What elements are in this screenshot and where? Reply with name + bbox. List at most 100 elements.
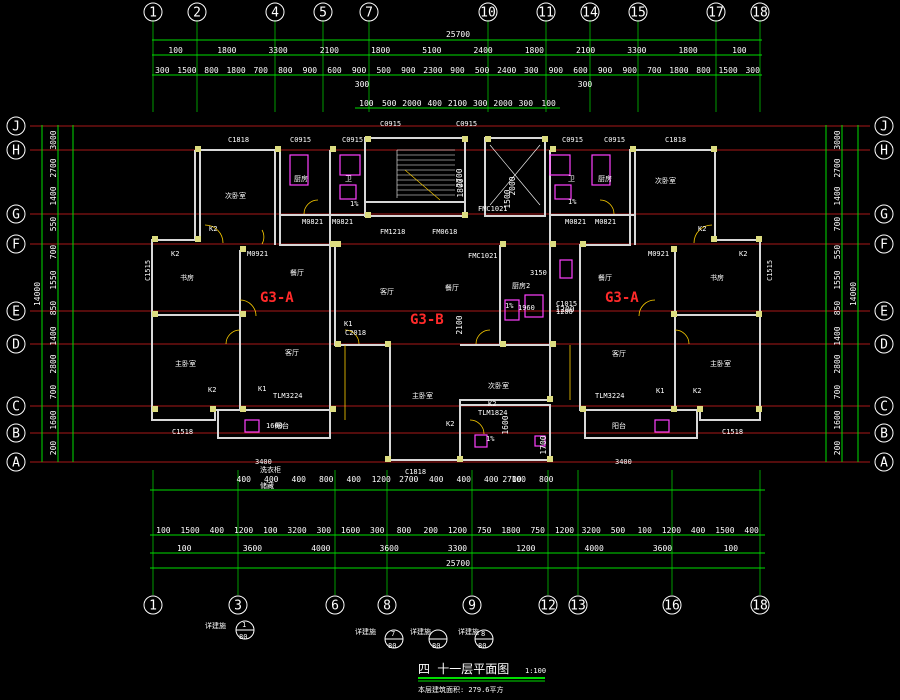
axis-bubble-top-18: 18 — [750, 2, 770, 22]
dim-top2-3: 1800 — [226, 66, 245, 75]
dim-right-2: 1400 — [833, 186, 842, 205]
room-wc-mid2: 1% — [486, 435, 495, 443]
dim-bot2-20: 400 — [691, 526, 706, 535]
dim-bot1-0: 400 — [237, 475, 252, 484]
tag-c1518-left: C1518 — [172, 428, 193, 436]
axis-bubble-bottom-13-label: 13 — [570, 599, 586, 614]
axis-bubble-left-F: F — [6, 234, 26, 254]
dim-inner-8: 1200 — [555, 305, 574, 314]
tag-fm1218: FM1218 — [380, 228, 405, 236]
axis-bubble-left-A-label: A — [12, 456, 20, 471]
dim-top4-1: 500 — [382, 99, 397, 108]
dim-inner-7: 1500 — [503, 189, 512, 208]
axis-bubble-top-4-label: 4 — [271, 6, 279, 21]
dim-left-10: 1600 — [49, 410, 58, 429]
column-19 — [335, 241, 341, 247]
dim-left-6: 850 — [49, 301, 58, 316]
tag-m0921-right: M0921 — [648, 250, 669, 258]
unit-type-labels: G3-A G3-B G3-A — [260, 290, 639, 328]
axis-bubble-left-E-label: E — [12, 305, 20, 320]
room-kitchen-right: 厨房 — [598, 174, 612, 183]
axis-bubble-right-C: C — [874, 396, 894, 416]
axis-bubble-right-F-label: F — [880, 238, 888, 253]
dim-top1-0: 100 — [168, 46, 183, 55]
column-7 — [152, 311, 158, 317]
column-16 — [542, 136, 548, 142]
axis-bubble-left-J: J — [6, 116, 26, 136]
axis-bubble-left-G-label: G — [12, 208, 20, 223]
axis-bubble-right-D: D — [874, 334, 894, 354]
dim-bot2-4: 100 — [263, 526, 278, 535]
axis-bubble-right-D-label: D — [880, 338, 888, 353]
column-14 — [462, 136, 468, 142]
tag-c1015: C1015 — [556, 300, 577, 308]
axis-bubble-top-2-label: 2 — [193, 6, 201, 21]
dim-bot2-13: 1800 — [501, 526, 520, 535]
axis-bubble-right-B-label: B — [880, 427, 888, 442]
section-label-7: 详建施 — [355, 627, 376, 636]
axis-bubble-bottom-9: 9 — [462, 595, 482, 615]
dim-top2-2: 800 — [204, 66, 219, 75]
room-master-right: 主卧室 — [710, 359, 731, 368]
column-20 — [500, 241, 506, 247]
dim-top4-3: 400 — [427, 99, 442, 108]
column-29 — [547, 456, 553, 462]
dim-bot2-11: 1200 — [448, 526, 467, 535]
column-42 — [580, 406, 586, 412]
room-study-left: 书房 — [180, 273, 194, 282]
dim-bot3-1: 3600 — [243, 544, 262, 553]
dim-inner-4: 2700 — [502, 475, 521, 484]
room-storage-note: 储藏 — [260, 481, 274, 490]
dim-top4-4: 2100 — [448, 99, 467, 108]
tag-m0821-l2: M0821 — [332, 218, 353, 226]
dim-left-11: 200 — [49, 441, 58, 456]
column-33 — [711, 236, 717, 242]
axis-bubble-right-G: G — [874, 204, 894, 224]
dim-bot3-2: 4000 — [311, 544, 330, 553]
dim-bot2-1: 1500 — [180, 526, 199, 535]
room-bedroom-mid: 次卧室 — [488, 381, 509, 390]
axis-bubble-top-18-label: 18 — [752, 6, 768, 21]
room-wc-right: 1% — [568, 198, 577, 206]
dim-top4-7: 300 — [519, 99, 534, 108]
tag-fmc1021-a: FMC1021 — [478, 205, 508, 213]
axis-bubble-top-10-label: 10 — [480, 6, 496, 21]
dim-total-bottom: 25700 — [446, 559, 470, 568]
dim-bot2-21: 1500 — [715, 526, 734, 535]
tag-k2-r2: K2 — [698, 225, 706, 233]
section-sheet-2: 80 — [432, 642, 440, 650]
axis-bubble-top-5: 5 — [313, 2, 333, 22]
room-master-left: 主卧室 — [175, 359, 196, 368]
dim-top2-16: 900 — [549, 66, 564, 75]
dim-top2-23: 1500 — [718, 66, 737, 75]
dim-top1-9: 3300 — [627, 46, 646, 55]
dim-top4-6: 2000 — [493, 99, 512, 108]
dim-bot3-5: 1200 — [516, 544, 535, 553]
dim-top1-3: 2100 — [320, 46, 339, 55]
dim-bot2-22: 400 — [744, 526, 759, 535]
section-num-1: 1 — [242, 621, 246, 629]
axis-bubble-bottom-18: 18 — [750, 595, 770, 615]
tag-c0915-l1: C0915 — [290, 136, 311, 144]
column-21 — [550, 241, 556, 247]
axis-bubble-bottom-12: 12 — [538, 595, 558, 615]
room-kitchen1-left: 厨房 — [294, 174, 308, 183]
axis-bubble-left-A: A — [6, 452, 26, 472]
axis-bubble-right-J-label: J — [880, 120, 888, 135]
axis-bubble-left-B: B — [6, 423, 26, 443]
axis-bubble-left-G: G — [6, 204, 26, 224]
section-num-7: 7 — [391, 630, 395, 638]
axis-bubble-bottom-9-label: 9 — [468, 599, 476, 614]
dim-bot1-1: 400 — [264, 475, 279, 484]
dim-right-6: 850 — [833, 301, 842, 316]
room-kitchen-left: 次卧室 — [225, 191, 246, 200]
axis-bubble-top-17-label: 17 — [708, 6, 724, 21]
tag-c1515-left: C1515 — [144, 260, 152, 281]
room-balcony-right: 阳台 — [612, 421, 626, 430]
dim-top1-11: 100 — [732, 46, 747, 55]
axis-bubble-left-E: E — [6, 301, 26, 321]
axis-bubble-bottom-6-label: 6 — [331, 599, 339, 614]
axis-bubble-right-A-label: A — [880, 456, 888, 471]
dim-bot1-8: 400 — [457, 475, 472, 484]
